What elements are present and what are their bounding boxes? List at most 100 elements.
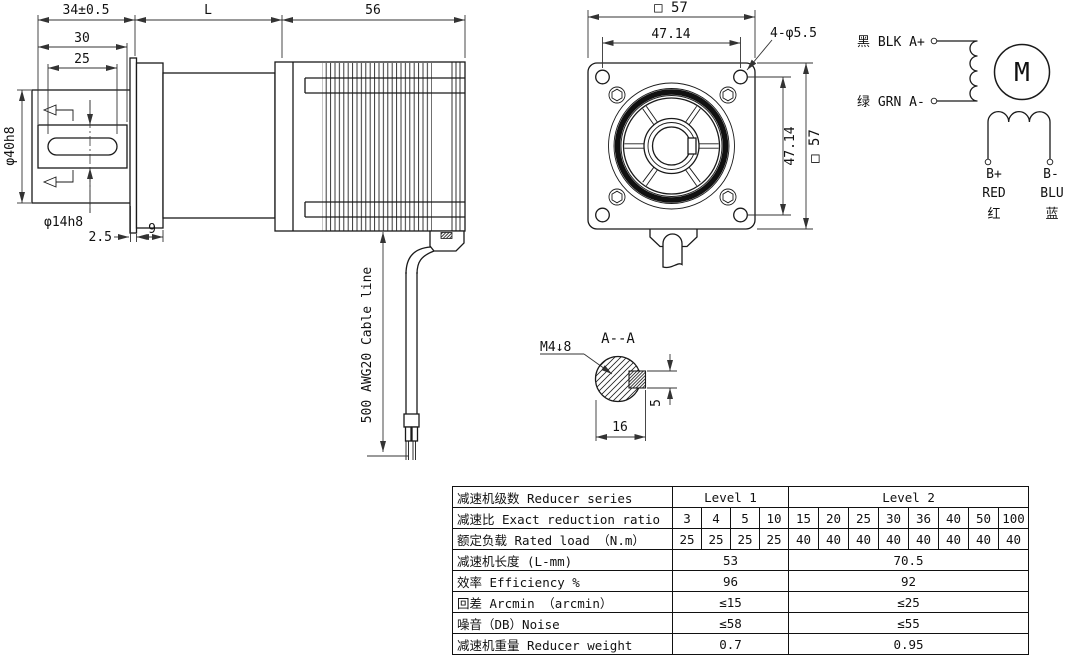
spec-cell: 40: [848, 528, 879, 550]
coil-phase-a: [937, 40, 978, 102]
spec-cell: 40: [938, 507, 969, 529]
table-row: 回差 Arcmin （arcmin） ≤15 ≤25: [452, 591, 1030, 613]
b-minus-label: B-: [1043, 167, 1059, 182]
mounting-hole: [595, 207, 610, 223]
gearbox-flange-block: [135, 62, 164, 229]
flange-square: [587, 62, 756, 230]
spec-row-label: 额定负载 Rated load （N.m）: [452, 528, 673, 550]
dim-boss-depth-label: 2.5: [89, 230, 112, 245]
spec-cell: 70.5: [787, 549, 1030, 571]
table-row: 减速机长度 (L-mm) 53 70.5: [452, 549, 1030, 571]
front-cable-exit: [649, 229, 698, 269]
spec-cell: 25: [730, 528, 760, 550]
spec-cell: 25: [672, 528, 702, 550]
connector-block: [429, 230, 465, 252]
mounting-hole: [733, 69, 748, 85]
mounting-hole: [733, 207, 748, 223]
spec-cell: 25: [701, 528, 731, 550]
spec-row-label: 减速机级数 Reducer series: [452, 486, 673, 508]
dim-shaft-len-label: 30: [74, 31, 90, 46]
thread-callout-label: M4↓8: [540, 340, 571, 355]
section-view: A--A M4↓8 16 5: [540, 331, 677, 441]
table-row: 减速机级数 Reducer series Level 1 Level 2: [452, 486, 1030, 508]
spec-cell: 10: [759, 507, 789, 529]
dim-boss-dia-label: φ40h8: [3, 126, 18, 165]
spec-cell: 3: [672, 507, 702, 529]
table-row: 额定负载 Rated load （N.m） 25 25 25 25 40 40 …: [452, 528, 1030, 550]
mounting-hole: [595, 69, 610, 85]
spec-row-label: 噪音（DB）Noise: [452, 612, 673, 634]
spec-cell: 25: [848, 507, 879, 529]
dim-hole-pitch-top-label: 47.14: [651, 27, 690, 42]
gearbox-body: [162, 72, 276, 219]
spec-cell: 20: [818, 507, 849, 529]
side-view: 34±0.5 L 56 30 25 φ40h8 φ14h8 2.5 9 500 …: [3, 3, 466, 460]
dim-hole-pitch-right-label: 47.14: [783, 126, 798, 165]
spec-cell: ≤58: [672, 612, 789, 634]
spec-cell: 40: [818, 528, 849, 550]
b-plus-color-label: RED: [982, 186, 1006, 201]
spec-cell: 0.7: [672, 633, 789, 655]
keyway-slot: [47, 137, 118, 156]
spec-cell: 36: [908, 507, 939, 529]
dim-key-len-label: 25: [74, 52, 90, 67]
key-section: [628, 370, 647, 389]
b-minus-color-label: BLU: [1040, 186, 1063, 201]
dim-shaft-dia-label: φ14h8: [44, 215, 83, 230]
b-minus-cn-label: 蓝: [1045, 207, 1058, 222]
table-row: 减速比 Exact reduction ratio 3 4 5 10 15 20…: [452, 507, 1030, 529]
motor-symbol-circle: [993, 43, 1051, 101]
spec-cell: 100: [997, 507, 1030, 529]
dim-square-right-label: □ 57: [807, 129, 823, 163]
section-title: A--A: [601, 331, 635, 347]
spec-cell: 96: [672, 570, 789, 592]
spec-cell: 5: [730, 507, 760, 529]
spec-cell: 25: [759, 528, 789, 550]
gearbox-face-rosette: [608, 82, 735, 210]
motor-laminations: [322, 63, 432, 231]
table-row: 减速机重量 Reducer weight 0.7 0.95: [452, 633, 1030, 655]
terminal-b-plus: [984, 158, 992, 166]
spec-cell: 40: [788, 528, 819, 550]
spec-row-label: 回差 Arcmin （arcmin）: [452, 591, 673, 613]
side-view-dimensions: [17, 15, 466, 457]
coil-phase-b: [987, 111, 1051, 159]
front-view: □ 57 47.14 4-φ5.5 47.14 □ 57: [587, 0, 823, 269]
section-cut-marks: [42, 104, 74, 188]
motor-rails: [304, 77, 465, 218]
dim-section-width-label: 16: [612, 420, 628, 435]
rosette-spokes: [624, 105, 719, 187]
spec-row-label: 效率 Efficiency %: [452, 570, 673, 592]
dim-shaft-assembly-label: 34±0.5: [63, 3, 110, 18]
spec-cell: 0.95: [787, 633, 1030, 655]
spec-cell: 40: [938, 528, 969, 550]
spec-row-label: 减速机重量 Reducer weight: [452, 633, 673, 655]
spec-cell: Level 1: [672, 486, 789, 508]
spec-cell: 92: [787, 570, 1030, 592]
dim-square-top-label: □ 57: [654, 0, 688, 16]
spec-row-label: 减速机长度 (L-mm): [452, 549, 673, 571]
hex-screws: [608, 86, 737, 206]
output-shaft: [37, 124, 128, 169]
spec-cell: 40: [878, 528, 909, 550]
spec-table: 减速机级数 Reducer series Level 1 Level 2 减速比…: [452, 486, 1030, 655]
terminal-b-minus: [1046, 158, 1054, 166]
motor-symbol-letter: M: [1014, 58, 1030, 88]
connector-contact: [440, 232, 453, 239]
dim-gearbox-length-label: L: [204, 3, 212, 18]
spec-cell: ≤15: [672, 591, 789, 613]
terminal-a-plus: [930, 37, 938, 45]
spec-cell: 50: [968, 507, 999, 529]
spec-cell: ≤25: [787, 591, 1030, 613]
wire-a-minus-label: 绿 GRN A-: [857, 95, 925, 110]
spec-cell: 30: [878, 507, 909, 529]
table-row: 噪音（DB）Noise ≤58 ≤55: [452, 612, 1030, 634]
spec-cell: 53: [672, 549, 789, 571]
dim-key-offset-label: 5: [649, 399, 664, 407]
dim-holes-label: 4-φ5.5: [770, 26, 817, 41]
dim-motor-length-label: 56: [365, 3, 381, 18]
spec-cell: Level 2: [787, 486, 1030, 508]
wire-a-plus-label: 黑 BLK A+: [857, 35, 925, 50]
front-view-dimensions: [587, 10, 813, 230]
